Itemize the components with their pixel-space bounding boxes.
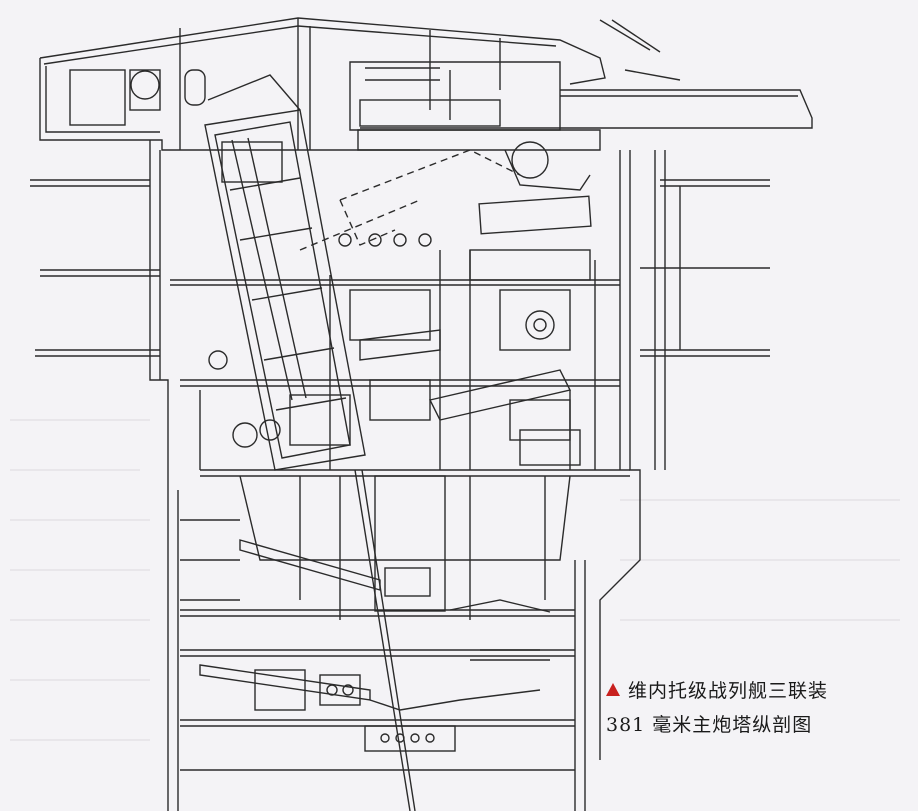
lower-trunk: [180, 475, 575, 661]
caption-line-2: 381 毫米主炮塔纵剖图: [606, 714, 813, 736]
caption-line-1: 维内托级战列舰三联装: [606, 674, 906, 708]
main-gun: [349, 19, 813, 191]
barbette: [149, 140, 681, 811]
caption-line-1-text: 维内托级战列舰三联装: [628, 680, 829, 702]
paper-texture: [10, 419, 900, 741]
shell-hoist: [204, 74, 366, 471]
figure-caption: 维内托级战列舰三联装 381 毫米主炮塔纵剖图: [606, 674, 906, 742]
working-chamber: [170, 195, 630, 477]
red-triangle-icon: [606, 683, 620, 696]
deck-lines: [30, 179, 770, 357]
gun-house: [39, 17, 606, 151]
elevation-outline: [299, 149, 521, 251]
handling-room: [180, 469, 575, 811]
